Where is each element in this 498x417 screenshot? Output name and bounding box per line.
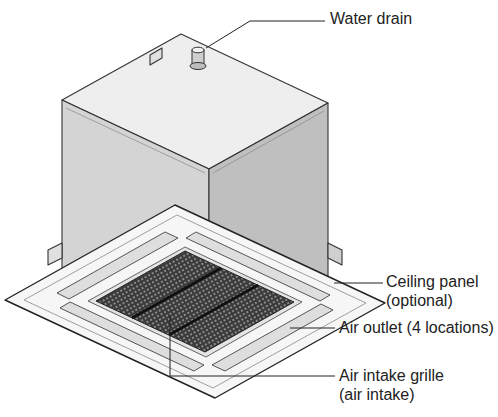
panel-outline bbox=[5, 205, 385, 398]
water-drain-pipe bbox=[190, 47, 206, 69]
intake-grille-mesh bbox=[96, 251, 294, 352]
mounting-bracket bbox=[328, 243, 342, 265]
label-text-part: (4 locations) bbox=[407, 319, 494, 336]
label-text-part: (air intake) bbox=[339, 386, 415, 403]
housing-edge bbox=[66, 108, 205, 173]
part-label: Air outlet (4 locations) bbox=[339, 318, 494, 337]
label-text-part: (optional) bbox=[386, 292, 453, 309]
grille-bar bbox=[132, 268, 221, 318]
leader-line bbox=[290, 328, 335, 329]
part-label: Air intake grille (air intake) bbox=[339, 366, 494, 404]
grille-bar bbox=[169, 285, 258, 335]
drain-base bbox=[190, 63, 206, 70]
leader-line bbox=[206, 21, 325, 48]
panel-inner-edge bbox=[24, 215, 366, 388]
drain-mouth bbox=[192, 47, 204, 53]
mounting-bracket bbox=[150, 48, 162, 65]
ceiling-panel bbox=[5, 205, 385, 398]
part-label: Water drain bbox=[330, 9, 412, 28]
housing-edge bbox=[213, 111, 324, 173]
mounting-bracket bbox=[48, 243, 62, 265]
intake-grille-frame bbox=[88, 247, 302, 357]
part-label: Ceiling panel (optional) bbox=[386, 272, 494, 310]
leader-line bbox=[170, 316, 335, 376]
leader-line bbox=[334, 283, 383, 284]
